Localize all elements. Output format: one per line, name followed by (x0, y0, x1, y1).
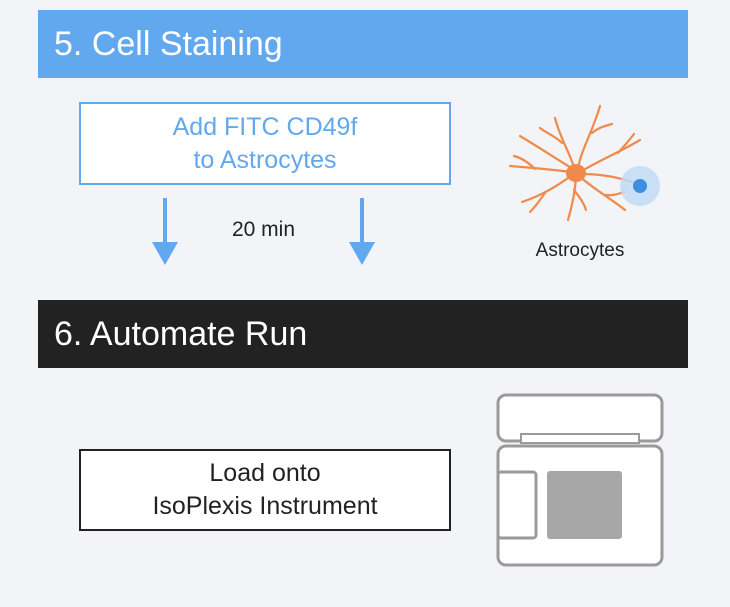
load-instruction-line1: Load onto (209, 459, 321, 487)
step-6-title: 6. Automate Run (54, 314, 308, 353)
arrow-down-icon (152, 198, 178, 265)
stain-instruction-line2: to Astrocytes (193, 145, 337, 174)
astrocyte-label: Astrocytes (535, 240, 625, 261)
load-instruction-line2: IsoPlexis Instrument (152, 492, 378, 520)
astrocyte-cell-icon (508, 104, 660, 222)
instrument-icon (496, 393, 664, 567)
step-5-title: 5. Cell Staining (54, 24, 283, 63)
incubation-duration: 20 min (231, 218, 296, 241)
stain-instruction-box: Add FITC CD49f to Astrocytes (79, 102, 451, 185)
step-5-banner: 5. Cell Staining (38, 10, 688, 78)
step-6-banner: 6. Automate Run (38, 300, 688, 368)
stain-instruction-line1: Add FITC CD49f (172, 112, 358, 141)
arrow-down-icon (349, 198, 375, 265)
load-instruction-box: Load onto IsoPlexis Instrument (79, 449, 451, 531)
